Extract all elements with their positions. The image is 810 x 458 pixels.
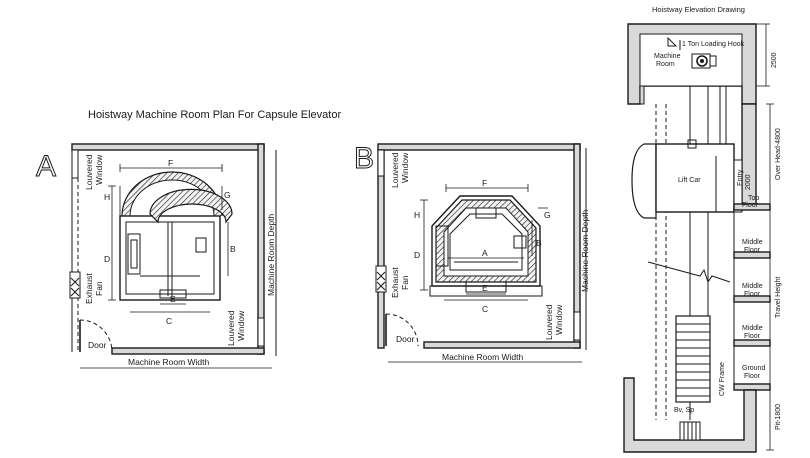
svg-text:Middle: Middle	[742, 325, 763, 332]
svg-text:Louvered: Louvered	[226, 310, 236, 346]
svg-text:2000: 2000	[745, 174, 752, 190]
dimensions-a	[108, 164, 229, 313]
over-head-label: Over Head-4800	[775, 128, 782, 180]
dim-d-b: D	[414, 250, 420, 260]
dim-c-b: C	[482, 304, 488, 314]
middle-floor-3-label: Middle Floor	[742, 325, 763, 340]
svg-text:Floor: Floor	[744, 247, 761, 254]
dim-f-b: F	[482, 178, 487, 188]
svg-text:Window: Window	[236, 310, 246, 341]
traction-machine-icon	[691, 53, 717, 69]
svg-text:Louvered: Louvered	[390, 152, 400, 188]
louvered-window-top-a	[71, 149, 79, 179]
break-line	[647, 261, 731, 284]
dim-2500-label: 2500	[771, 52, 778, 68]
svg-text:Louvered: Louvered	[544, 304, 554, 340]
louvered-window-top-label-a: Louvered Window	[84, 154, 104, 190]
loading-hook-label: 1 Ton Loading Hook	[682, 41, 745, 48]
door-label-a: Door	[88, 340, 107, 350]
svg-text:Window: Window	[94, 154, 104, 185]
louvered-window-bottom-label-b: Louvered Window	[544, 304, 564, 340]
exhaust-fan-label-a: Exhaust Fan	[84, 273, 104, 304]
machine-room-width-label-b: Machine Room Width	[442, 352, 524, 362]
cw-frame-label: CW Frame	[719, 362, 726, 396]
dim-g-a: G	[224, 190, 231, 200]
svg-text:Fan: Fan	[400, 275, 410, 290]
dim-f-a: F	[168, 158, 173, 168]
door-label-b: Door	[396, 334, 415, 344]
travel-height-label: Travel Height	[775, 277, 782, 318]
svg-text:Floor: Floor	[742, 202, 759, 209]
svg-text:Floor: Floor	[744, 291, 761, 298]
dim-d-a: D	[104, 254, 110, 264]
svg-text:Top: Top	[748, 195, 759, 202]
ground-floor-label: Ground Floor	[742, 365, 765, 380]
machine-room-depth-label-a: Machine Room Depth	[266, 214, 276, 296]
machine-room-walls-b	[377, 143, 587, 363]
machine-room-walls-a	[71, 143, 277, 369]
elevation-pit	[623, 377, 757, 453]
svg-text:Window: Window	[554, 304, 564, 335]
svg-text:Machine: Machine	[654, 53, 681, 60]
elevation-title: Hoistway Elevation Drawing	[652, 5, 745, 14]
loading-hook-icon	[667, 36, 681, 50]
panel-b: B Louvered Window Louvered Window Exhaus…	[354, 142, 590, 363]
dim-a-b: A	[482, 248, 488, 258]
svg-text:Middle: Middle	[742, 239, 763, 246]
svg-text:Louvered: Louvered	[84, 154, 94, 190]
dim-b-b: B	[536, 238, 542, 248]
louvered-window-bottom-b	[573, 311, 581, 341]
counterweight-frame	[675, 315, 711, 403]
svg-text:Fan: Fan	[94, 281, 104, 296]
louvered-window-bottom-label-a: Louvered Window	[226, 310, 246, 346]
exhaust-fan-b	[375, 265, 387, 293]
door-a	[79, 319, 113, 353]
machine-room-width-label-a: Machine Room Width	[128, 357, 210, 367]
middle-floor-1-label: Middle Floor	[742, 239, 763, 254]
pit-label: Pit-1800	[775, 404, 782, 430]
svg-text:Floor: Floor	[744, 333, 761, 340]
dimensions-b	[420, 184, 548, 301]
svg-text:Floor: Floor	[744, 373, 761, 380]
top-floor-label: Top Floor	[742, 195, 759, 209]
capsule-hoistway-b	[429, 195, 543, 297]
panel-a: A Hoistway Machine Room Plan For Capsule…	[36, 109, 341, 369]
svg-text:Entry: Entry	[737, 169, 744, 186]
svg-text:Middle: Middle	[742, 283, 763, 290]
dim-h-a: H	[104, 192, 110, 202]
elevation-dimension-lines	[766, 103, 774, 451]
exhaust-fan-a	[69, 271, 81, 299]
panel-a-letter: A	[36, 150, 56, 183]
lift-car	[631, 139, 743, 219]
machine-room-label-elevation: Machine Room	[654, 53, 681, 68]
dim-c-a: C	[166, 316, 172, 326]
door-b	[385, 313, 419, 347]
middle-floor-2-label: Middle Floor	[742, 283, 763, 298]
exhaust-fan-label-b: Exhaust Fan	[390, 267, 410, 298]
svg-text:Ground: Ground	[742, 365, 765, 372]
louvered-window-top-label-b: Louvered Window	[390, 152, 410, 188]
dim-e-b: E	[482, 283, 488, 293]
louvered-window-top-b	[377, 149, 385, 177]
svg-text:Room: Room	[656, 61, 675, 68]
dim-h-b: H	[414, 210, 420, 220]
bv-sp-label: Bv, Sp	[674, 407, 694, 414]
panel-b-letter: B	[354, 142, 374, 175]
panel-a-title: Hoistway Machine Room Plan For Capsule E…	[88, 109, 341, 121]
elevation-drawing: Hoistway Elevation Drawing 1 Ton Loading…	[623, 5, 782, 453]
lift-car-label: Lift Car	[678, 177, 701, 184]
dim-b-a: B	[230, 244, 236, 254]
entry-label: Entry 2000	[737, 169, 752, 190]
machine-room-depth-label-b: Machine Room Depth	[580, 210, 590, 292]
svg-text:Exhaust: Exhaust	[84, 273, 94, 304]
svg-text:Exhaust: Exhaust	[390, 267, 400, 298]
dim-g-b: G	[544, 210, 551, 220]
louvered-window-bottom-a	[257, 317, 265, 347]
dim-e-a: E	[170, 294, 176, 304]
svg-text:Window: Window	[400, 152, 410, 183]
capsule-hoistway-a	[119, 171, 233, 301]
